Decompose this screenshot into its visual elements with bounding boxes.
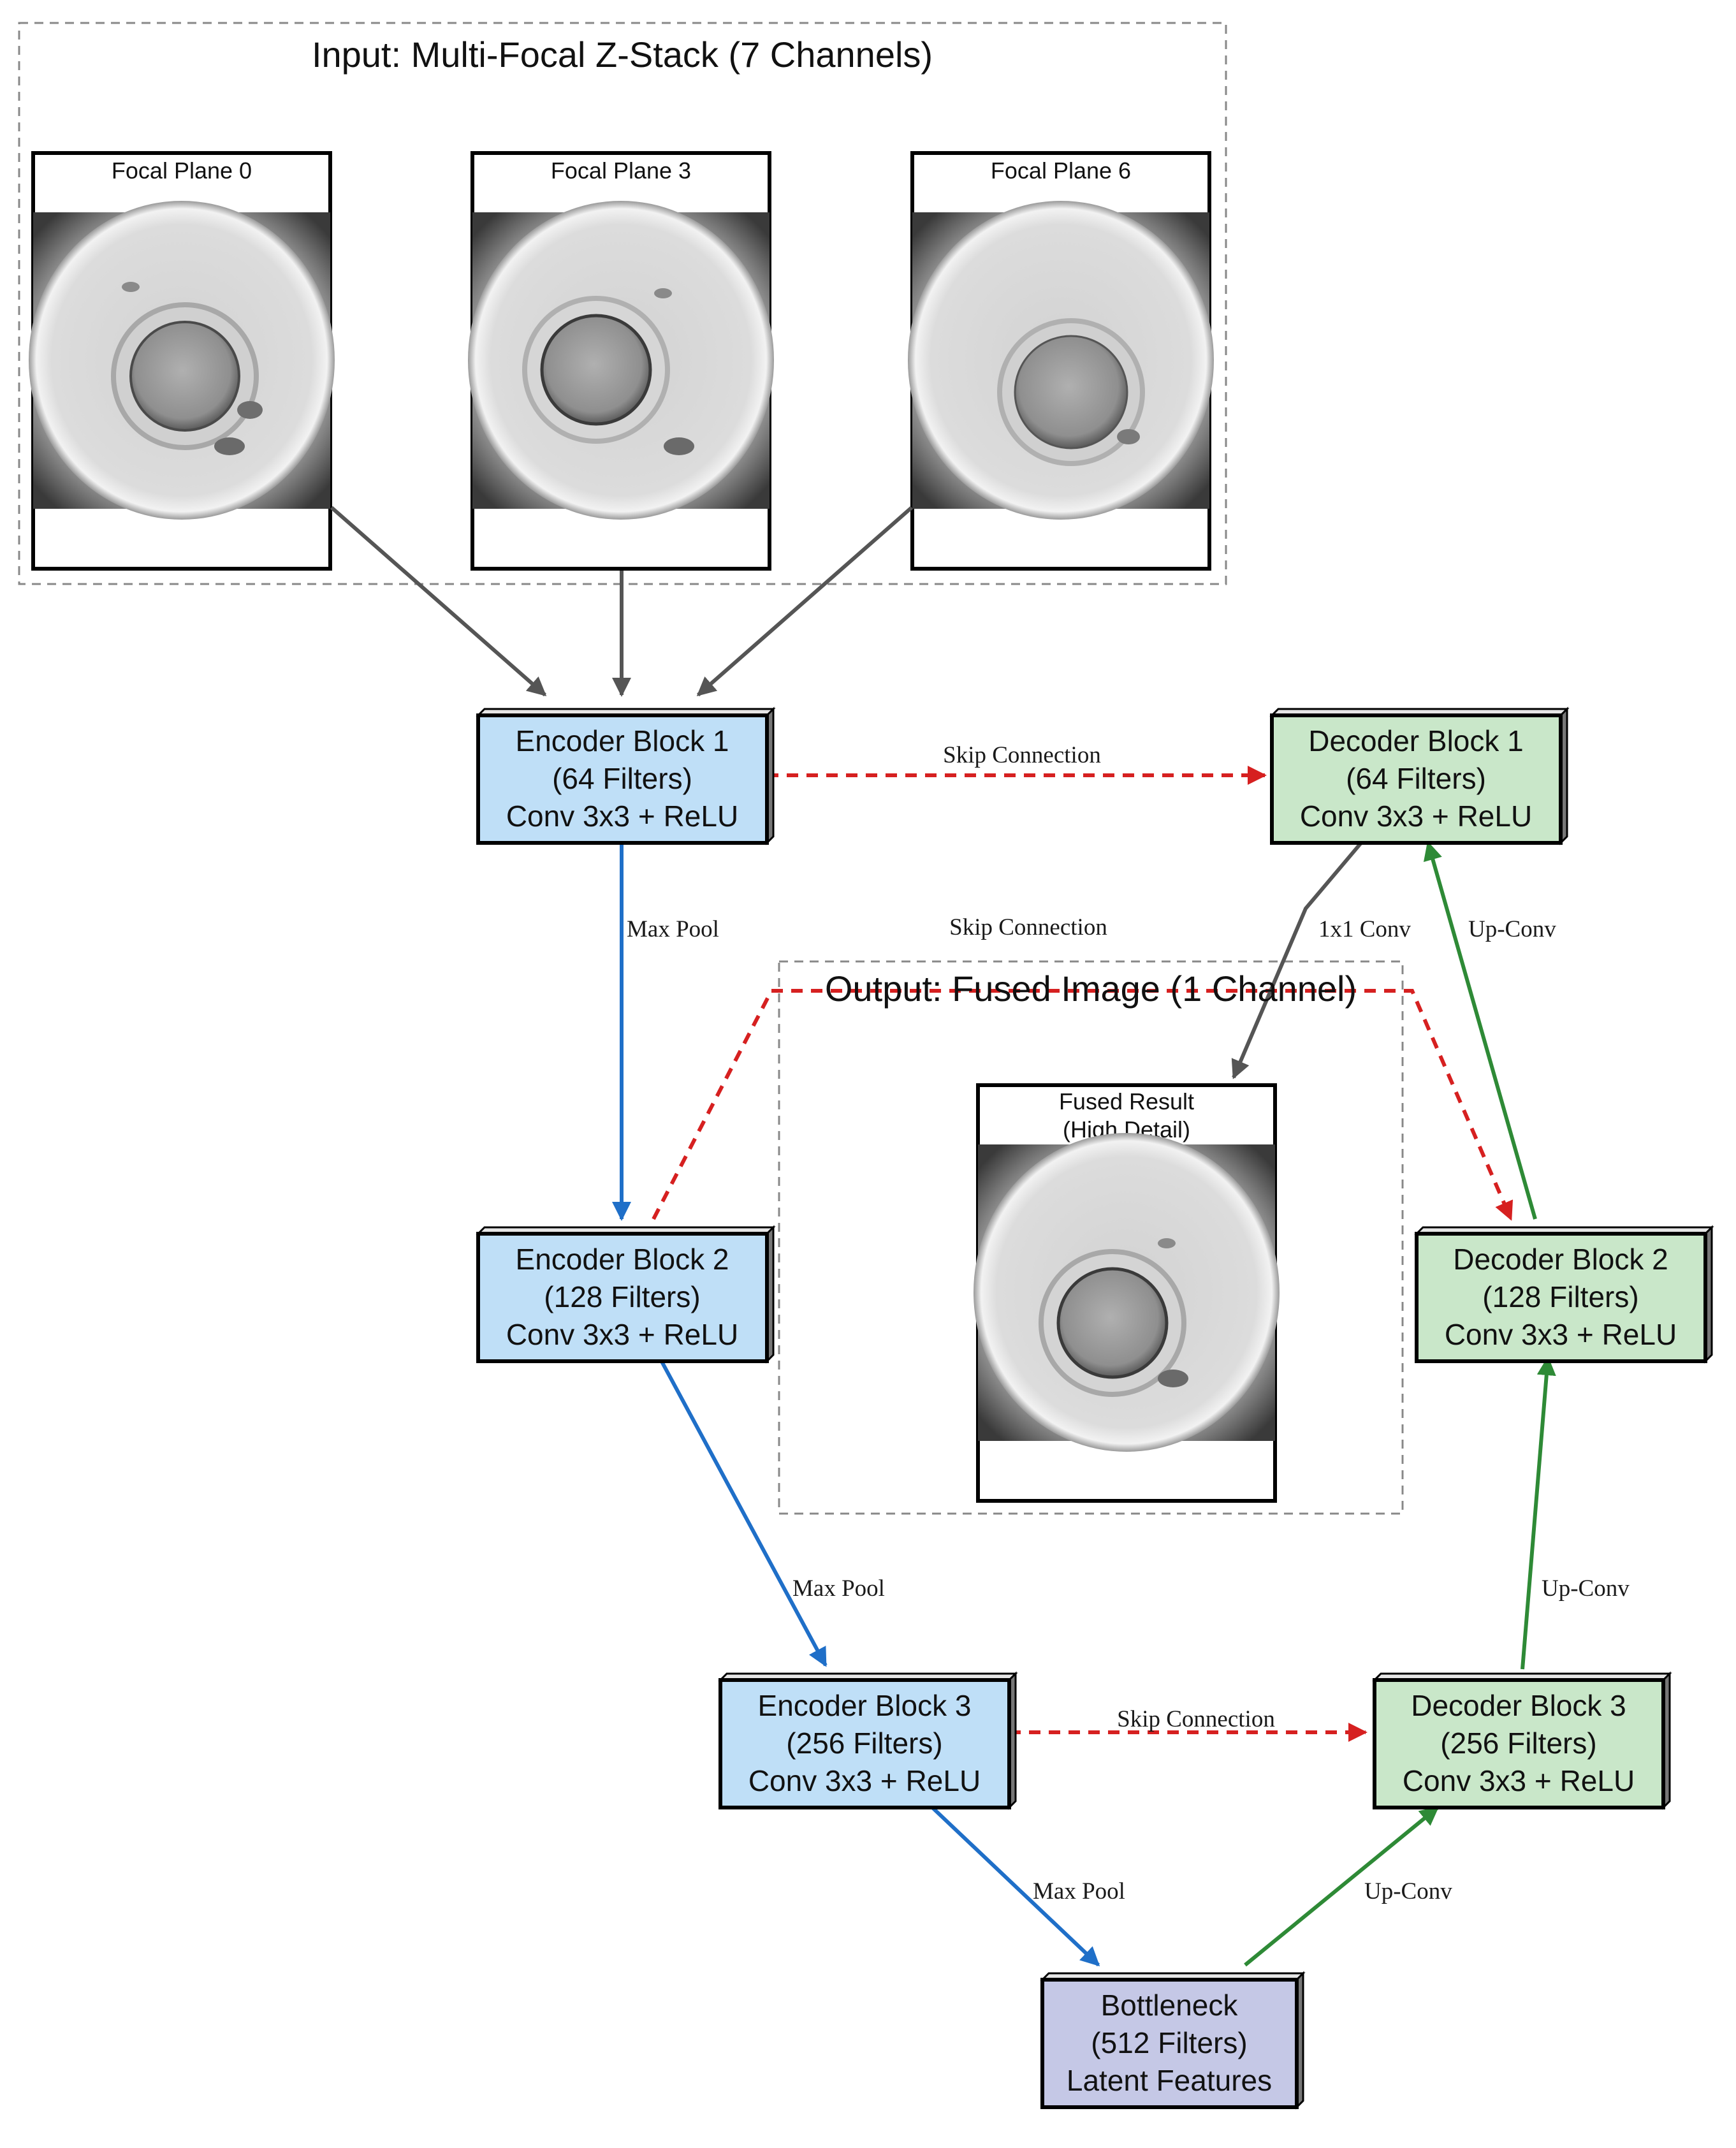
label-1x1-conv: 1x1 Conv (1318, 916, 1411, 942)
fused-result-title-line1: Fused Result (1059, 1088, 1194, 1114)
edge-plane0-enc1 (330, 506, 547, 697)
input-cluster-title: Input: Multi-Focal Z-Stack (7 Channels) (312, 34, 933, 75)
output-cluster (778, 960, 1404, 1515)
decoder-block-3-title: Decoder Block 3 (1411, 1689, 1626, 1722)
encoder-block-1-title: Encoder Block 1 (516, 724, 729, 757)
focal-plane-3-image (468, 201, 774, 520)
focal-plane-3-title: Focal Plane 3 (551, 157, 691, 184)
decoder-block-1: Decoder Block 1 (64 Filters) Conv 3x3 + … (1269, 706, 1570, 845)
label-skip-1: Skip Connection (943, 742, 1101, 768)
focal-plane-0-image (29, 201, 335, 520)
encoder-block-1: Encoder Block 1 (64 Filters) Conv 3x3 + … (476, 706, 776, 845)
label-upconv-bottleneck: Up-Conv (1364, 1878, 1452, 1904)
label-upconv-dec2: Up-Conv (1468, 916, 1556, 942)
label-maxpool-1: Max Pool (627, 916, 719, 942)
edge-dec2-dec1 (1423, 841, 1537, 1220)
edge-dec1-fused (1231, 842, 1363, 1079)
edge-labels: Skip Connection Skip Connection Skip Con… (627, 742, 1630, 1904)
bottleneck-filters: (512 Filters) (1091, 2026, 1247, 2059)
encoder-block-2-title: Encoder Block 2 (516, 1243, 729, 1276)
encoder-block-3-op: Conv 3x3 + ReLU (748, 1764, 981, 1797)
edge-enc2-enc3 (658, 1357, 828, 1667)
output-cluster-title: Output: Fused Image (1 Channel) (825, 968, 1357, 1009)
decoder-block-2: Decoder Block 2 (128 Filters) Conv 3x3 +… (1414, 1225, 1714, 1364)
label-maxpool-2: Max Pool (792, 1575, 885, 1602)
edge-bottleneck-dec3 (1244, 1806, 1440, 1967)
edge-enc3-bottleneck (926, 1801, 1100, 1967)
label-skip-2: Skip Connection (949, 914, 1107, 940)
fused-result-image (974, 1133, 1280, 1452)
encoder-block-2-filters: (128 Filters) (544, 1280, 700, 1313)
decoder-block-3-op: Conv 3x3 + ReLU (1403, 1764, 1635, 1797)
focal-plane-3-node: Focal Plane 3 (468, 151, 774, 571)
focal-plane-6-node: Focal Plane 6 (908, 151, 1214, 571)
decoder-block-1-filters: (64 Filters) (1346, 762, 1486, 795)
bottleneck-title: Bottleneck (1101, 1989, 1239, 2022)
bottleneck-op: Latent Features (1067, 2064, 1272, 2097)
encoder-block-2-op: Conv 3x3 + ReLU (506, 1318, 738, 1351)
decoder-block-1-op: Conv 3x3 + ReLU (1300, 800, 1532, 833)
decoder-block-2-filters: (128 Filters) (1482, 1280, 1638, 1313)
encoder-block-3: Encoder Block 3 (256 Filters) Conv 3x3 +… (718, 1671, 1018, 1810)
encoder-block-2: Encoder Block 2 (128 Filters) Conv 3x3 +… (476, 1225, 776, 1364)
decoder-block-3-filters: (256 Filters) (1440, 1727, 1596, 1760)
focal-plane-0-title: Focal Plane 0 (112, 157, 252, 184)
edge-plane6-enc1 (696, 506, 913, 697)
edge-skip-enc2-dec2 (652, 989, 1514, 1221)
decoder-block-3: Decoder Block 3 (256 Filters) Conv 3x3 +… (1372, 1671, 1672, 1810)
encoder-block-1-op: Conv 3x3 + ReLU (506, 800, 738, 833)
label-upconv-dec3: Up-Conv (1542, 1575, 1630, 1602)
decoder-block-1-title: Decoder Block 1 (1308, 724, 1524, 757)
fused-result-node: Fused Result (High Detail) (974, 1083, 1280, 1503)
edge-dec3-dec2 (1521, 1356, 1556, 1670)
label-skip-3: Skip Connection (1117, 1706, 1275, 1732)
decoder-block-2-op: Conv 3x3 + ReLU (1445, 1318, 1677, 1351)
decoder-block-2-title: Decoder Block 2 (1453, 1243, 1668, 1276)
focal-plane-0-node: Focal Plane 0 (29, 151, 335, 571)
encoder-block-3-filters: (256 Filters) (786, 1727, 942, 1760)
focal-plane-6-title: Focal Plane 6 (991, 157, 1131, 184)
bottleneck-block: Bottleneck (512 Filters) Latent Features (1040, 1971, 1306, 2110)
encoder-block-3-title: Encoder Block 3 (758, 1689, 972, 1722)
label-maxpool-3: Max Pool (1033, 1878, 1125, 1904)
encoder-block-1-filters: (64 Filters) (552, 762, 692, 795)
edges (330, 506, 1556, 1967)
focal-plane-6-image (908, 201, 1214, 520)
input-cluster: Input: Multi-Focal Z-Stack (7 Channels) (18, 22, 1227, 585)
